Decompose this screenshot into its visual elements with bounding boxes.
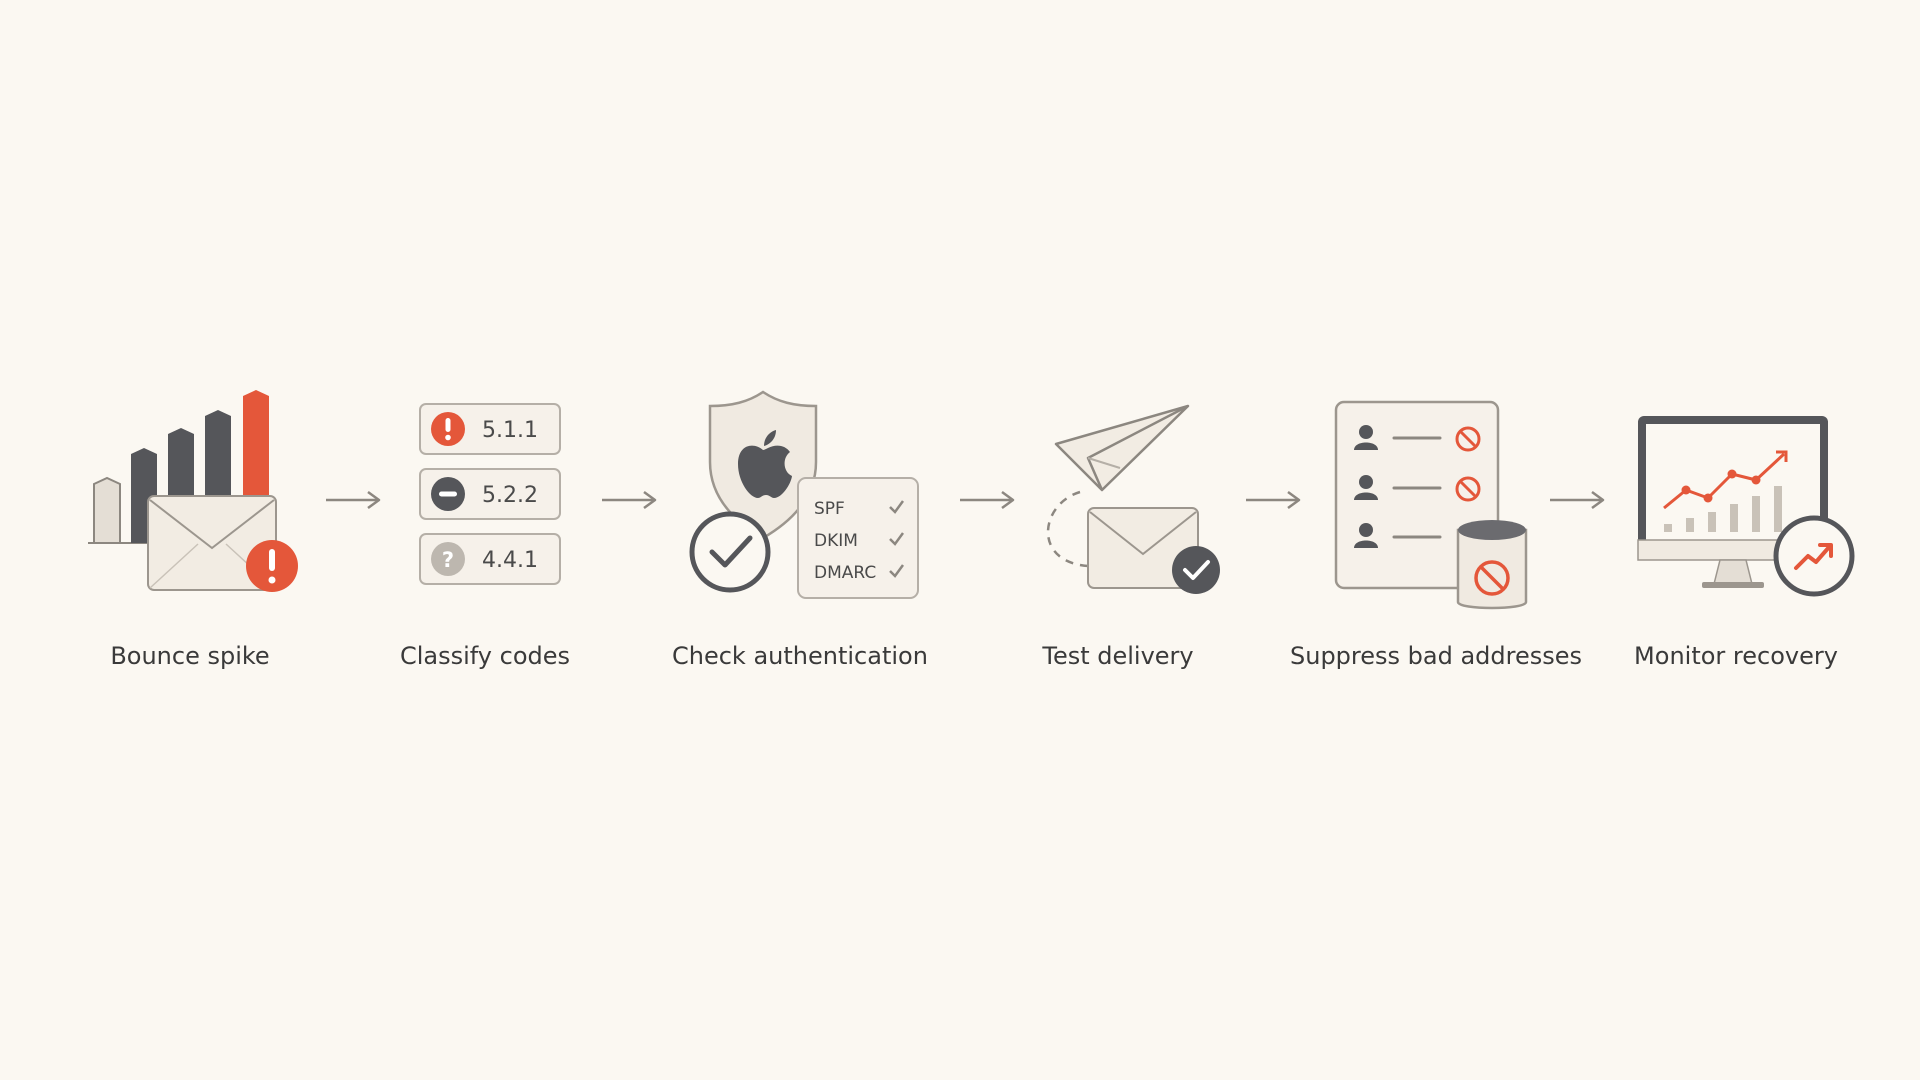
svg-text:?: ? <box>442 548 454 572</box>
arrow-right-icon <box>960 490 1015 510</box>
monitor-chart-icon <box>1637 416 1829 588</box>
step-label: Classify codes <box>399 642 571 670</box>
authentication-illustration: SPF DKIM DMARC <box>689 390 919 599</box>
arrow-right-icon <box>326 490 381 510</box>
code-value: 5.2.2 <box>482 483 538 508</box>
paper-plane-icon <box>1054 404 1190 492</box>
arrow-right-icon <box>1550 490 1605 510</box>
step-test-delivery: Test delivery <box>1020 380 1220 680</box>
code-row: ? 4.4.1 <box>419 533 561 585</box>
step-label: Monitor recovery <box>1634 642 1838 670</box>
step-label: Test delivery <box>1042 642 1194 670</box>
step-bounce-spike: Bounce spike <box>80 380 300 680</box>
bin-icon <box>1456 520 1528 610</box>
blocked-icon <box>1455 426 1481 452</box>
step-label: Suppress bad addresses <box>1290 642 1583 670</box>
auth-item: SPF <box>814 499 845 519</box>
user-row <box>1354 523 1442 548</box>
code-row: 5.2.2 <box>419 468 561 520</box>
check-circle-icon <box>689 511 771 593</box>
step-check-authentication: SPF DKIM DMARC Check authentication <box>672 380 928 680</box>
step-suppress-bad-addresses: Suppress bad addresses <box>1290 380 1583 680</box>
code-list-illustration: 5.1.1 5.2.2 ? 4.4.1 <box>419 403 561 585</box>
monitor-illustration <box>1637 416 1855 597</box>
arrow-right-icon <box>602 490 657 510</box>
dashed-path <box>1046 490 1089 568</box>
test-delivery-illustration <box>1046 404 1220 594</box>
auth-item: DKIM <box>814 531 858 551</box>
code-value: 4.4.1 <box>482 548 538 573</box>
code-row: 5.1.1 <box>419 403 561 455</box>
trend-up-badge-icon <box>1773 515 1855 597</box>
minus-icon <box>431 477 465 511</box>
code-value: 5.1.1 <box>482 418 538 443</box>
envelope-icon <box>1087 507 1199 589</box>
exclamation-icon <box>431 412 465 446</box>
auth-item: DMARC <box>814 563 876 583</box>
user-row <box>1354 425 1481 452</box>
auth-panel: SPF DKIM DMARC <box>797 477 919 599</box>
bounce-spike-illustration <box>88 390 298 592</box>
blocked-icon <box>1455 476 1481 502</box>
step-label: Bounce spike <box>110 642 270 670</box>
check-badge-icon <box>1172 546 1220 594</box>
step-classify-codes: 5.1.1 5.2.2 ? 4.4.1 Classify codes <box>380 380 590 680</box>
suppress-illustration <box>1334 400 1528 610</box>
step-label: Check authentication <box>672 642 928 670</box>
alert-badge-icon <box>246 540 298 592</box>
arrow-right-icon <box>1246 490 1301 510</box>
user-row <box>1354 475 1481 502</box>
question-icon: ? <box>431 542 465 576</box>
apple-shield-icon <box>708 390 818 540</box>
step-monitor-recovery: Monitor recovery <box>1630 380 1855 680</box>
